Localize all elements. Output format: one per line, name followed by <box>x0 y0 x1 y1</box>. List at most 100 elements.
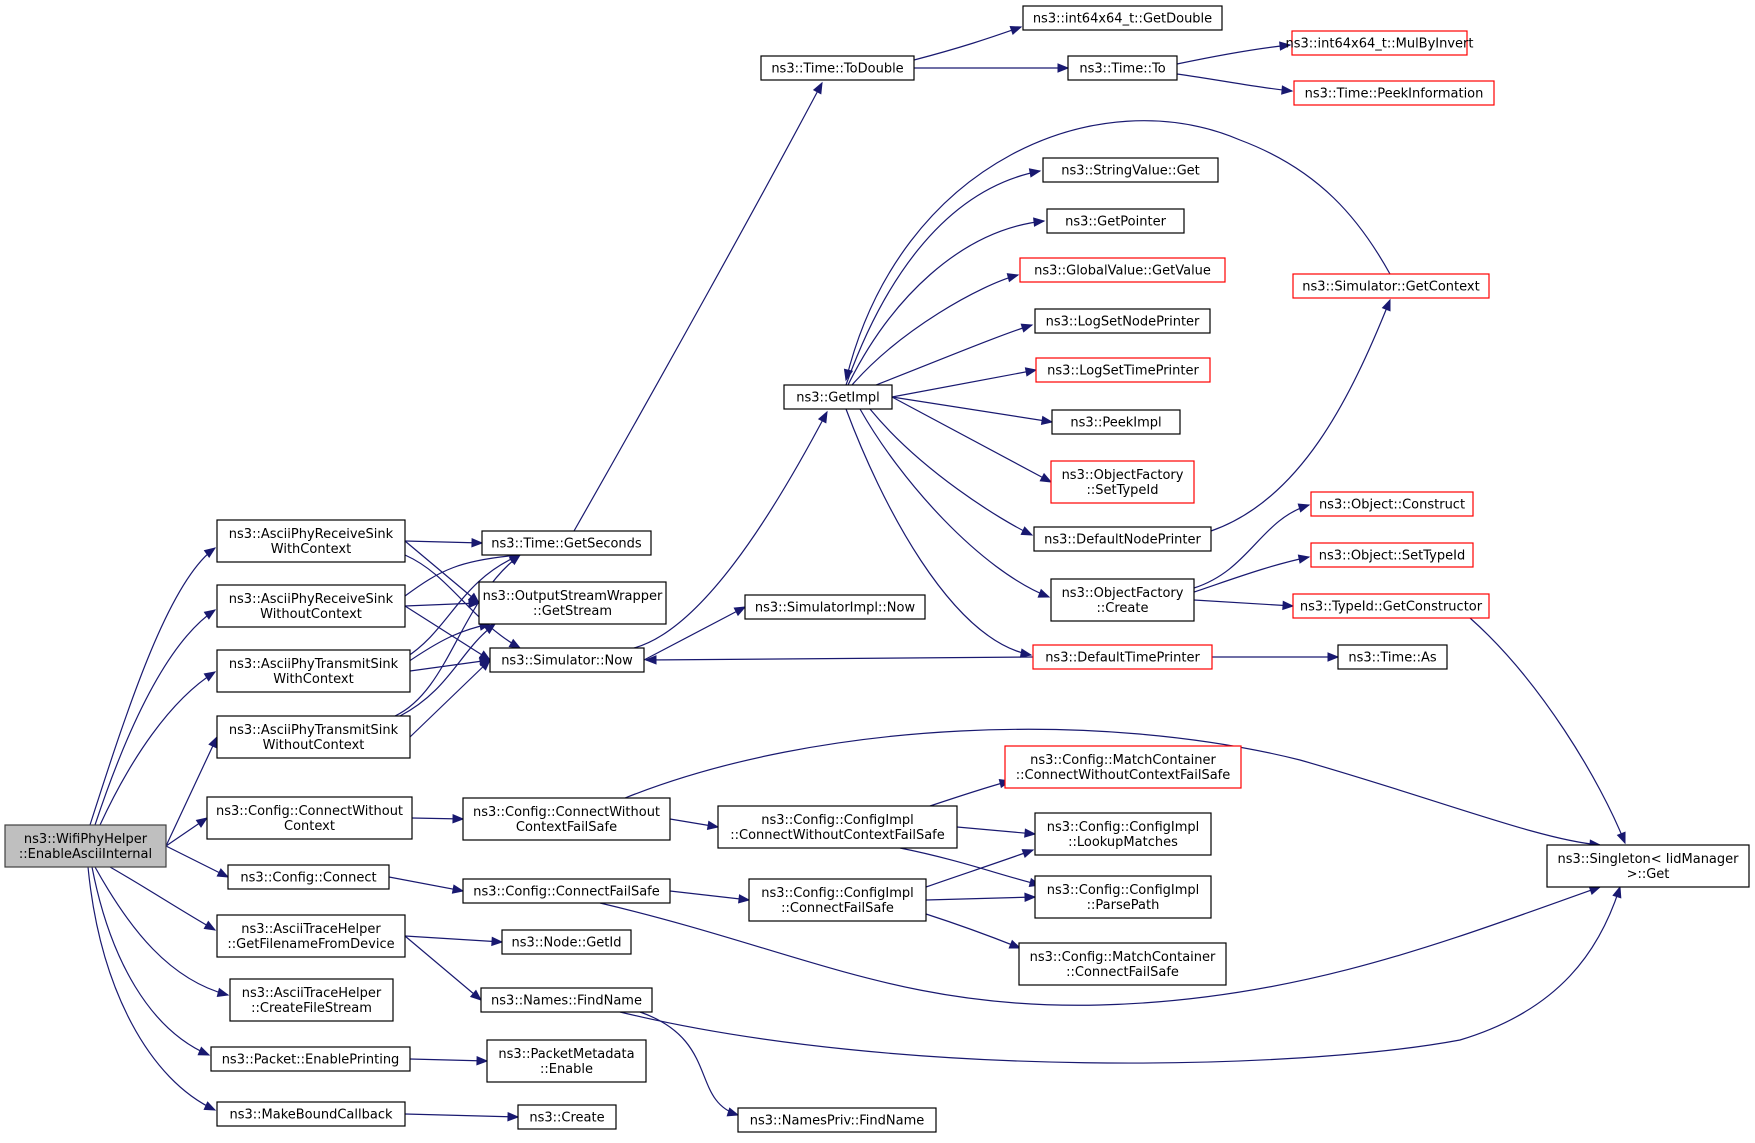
edge-getimpl-to-defnodeprinter <box>869 408 1034 536</box>
node-label: ns3::Names::FindName <box>491 994 642 1009</box>
node-of-settypeid[interactable]: ns3::ObjectFactory::SetTypeId <box>1050 460 1195 504</box>
node-label: ns3::Config::Connect <box>240 871 376 886</box>
node-names-find[interactable]: ns3::Names::FindName <box>480 987 653 1013</box>
node-label: ns3::Config::ConnectWithout <box>473 805 660 820</box>
node-label: ns3::Object::SetTypeId <box>1319 549 1465 564</box>
node-int64-getdouble[interactable]: ns3::int64x64_t::GetDouble <box>1022 5 1223 31</box>
node-int64-mulbyinvert[interactable]: ns3::int64x64_t::MulByInvert <box>1285 30 1474 56</box>
node-box <box>760 55 915 81</box>
node-box <box>216 914 406 958</box>
node-of-create[interactable]: ns3::ObjectFactory::Create <box>1050 578 1195 622</box>
node-time-peekinfo[interactable]: ns3::Time::PeekInformation <box>1293 80 1495 106</box>
node-mc-cfs[interactable]: ns3::Config::MatchContainer::ConnectFail… <box>1018 942 1227 986</box>
node-label: ::LookupMatches <box>1068 835 1178 850</box>
node-logsetnode[interactable]: ns3::LogSetNodePrinter <box>1034 308 1211 334</box>
node-cfg-connfs[interactable]: ns3::Config::ConnectFailSafe <box>462 878 671 904</box>
node-defnodeprinter[interactable]: ns3::DefaultNodePrinter <box>1033 526 1212 552</box>
edge-cfgimpl_cfs-to-cfgimpl_lookup <box>925 849 1035 888</box>
edge-root-to-cfg_connwo <box>165 817 209 847</box>
node-singleton-get[interactable]: ns3::Singleton< IidManager >::Get <box>1546 844 1750 888</box>
node-label: ::ConnectWithoutContextFailSafe <box>730 828 945 843</box>
node-box <box>1034 812 1212 856</box>
node-deftimeprinter[interactable]: ns3::DefaultTimePrinter <box>1032 644 1213 670</box>
node-time-as[interactable]: ns3::Time::As <box>1337 644 1448 670</box>
node-label: ns3::Config::ConfigImpl <box>761 886 914 901</box>
edge-getimpl-to-getpointer <box>847 217 1046 386</box>
node-cfgimpl-cwofs[interactable]: ns3::Config::ConfigImpl::ConnectWithoutC… <box>717 805 958 849</box>
edge-getimpl-to-logsettime <box>891 367 1038 398</box>
node-cfgimpl-parse[interactable]: ns3::Config::ConfigImpl::ParsePath <box>1034 875 1212 919</box>
node-box <box>717 805 958 849</box>
node-label: ::ConnectFailSafe <box>1066 965 1179 980</box>
node-sim-getcontext[interactable]: ns3::Simulator::GetContext <box>1292 273 1490 299</box>
node-ath-getfn[interactable]: ns3::AsciiTraceHelper::GetFilenameFromDe… <box>216 914 406 958</box>
node-stringvalue-get[interactable]: ns3::StringValue::Get <box>1042 157 1219 183</box>
node-ath-create[interactable]: ns3::AsciiTraceHelper::CreateFileStream <box>229 978 394 1022</box>
node-pkt-enable[interactable]: ns3::Packet::EnablePrinting <box>210 1046 411 1072</box>
node-simimpl-now[interactable]: ns3::SimulatorImpl::Now <box>744 594 926 620</box>
node-box <box>737 1107 937 1133</box>
node-obj-construct[interactable]: ns3::Object::Construct <box>1310 491 1474 517</box>
node-label: ::Create <box>1097 601 1149 616</box>
node-mc-cwofs[interactable]: ns3::Config::MatchContainer::ConnectWith… <box>1004 745 1242 789</box>
node-gv-getvalue[interactable]: ns3::GlobalValue::GetValue <box>1019 257 1226 283</box>
node-label: ns3::Simulator::Now <box>501 654 633 669</box>
node-label: ns3::Config::ConfigImpl <box>761 813 914 828</box>
node-box <box>210 1046 411 1072</box>
node-getpointer[interactable]: ns3::GetPointer <box>1046 208 1185 234</box>
node-label: ns3::TypeId::GetConstructor <box>1300 600 1483 615</box>
node-label: ns3::Time::ToDouble <box>771 62 903 77</box>
node-node-getid[interactable]: ns3::Node::GetId <box>501 929 632 955</box>
edge-names_find-to-namespriv_find <box>639 1011 740 1117</box>
edge-sim_now-to-getimpl <box>633 410 828 649</box>
edge-rxsink_ctx-to-time_getsec <box>404 537 484 548</box>
node-box <box>1293 80 1495 106</box>
node-label: ns3::Singleton< IidManager <box>1557 852 1739 867</box>
edge-root-to-rxsink_ctx <box>89 547 217 826</box>
node-logsettime[interactable]: ns3::LogSetTimePrinter <box>1035 357 1211 383</box>
node-namespriv-find[interactable]: ns3::NamesPriv::FindName <box>737 1107 937 1133</box>
node-box <box>1046 208 1185 234</box>
node-box <box>517 1104 617 1130</box>
node-box <box>229 978 394 1022</box>
node-cfgimpl-lookup[interactable]: ns3::Config::ConfigImpl::LookupMatches <box>1034 812 1212 856</box>
node-cfg-connwofs[interactable]: ns3::Config::ConnectWithoutContextFailSa… <box>462 797 671 841</box>
edge-txsink_noctx-to-osw_getstream <box>399 623 497 717</box>
node-time-to[interactable]: ns3::Time::To <box>1067 55 1178 81</box>
node-label: ns3::Node::GetId <box>512 936 622 951</box>
node-obj-settypeid[interactable]: ns3::Object::SetTypeId <box>1310 542 1474 568</box>
node-pm-enable[interactable]: ns3::PacketMetadata::Enable <box>486 1039 647 1083</box>
edge-rxsink_noctx-to-sim_now <box>404 605 492 661</box>
node-box <box>1337 644 1448 670</box>
node-cfg-connwo[interactable]: ns3::Config::ConnectWithoutContext <box>206 796 413 840</box>
node-time-todouble[interactable]: ns3::Time::ToDouble <box>760 55 915 81</box>
node-time-getsec[interactable]: ns3::Time::GetSeconds <box>481 530 652 556</box>
node-box <box>1034 308 1211 334</box>
edge-time_todouble-to-int64_getdouble <box>913 26 1023 61</box>
node-box <box>480 987 653 1013</box>
node-box <box>1019 257 1226 283</box>
edge-cfgimpl_cfs-to-cfgimpl_parse <box>925 892 1037 903</box>
node-root[interactable]: ns3::WifiPhyHelper::EnableAsciiInternal <box>4 824 167 868</box>
edge-ath_getfn-to-node_getid <box>404 935 504 947</box>
node-makebound[interactable]: ns3::MakeBoundCallback <box>216 1101 406 1127</box>
node-typeid-getctor[interactable]: ns3::TypeId::GetConstructor <box>1292 593 1490 619</box>
node-box <box>1042 157 1219 183</box>
node-cfg-connect[interactable]: ns3::Config::Connect <box>227 864 390 890</box>
node-label: ns3::OutputStreamWrapper <box>483 589 663 604</box>
node-ns3-create[interactable]: ns3::Create <box>517 1104 617 1130</box>
edge-names_find-to-singleton_get <box>619 885 1622 1064</box>
node-peekimpl[interactable]: ns3::PeekImpl <box>1051 409 1181 435</box>
edge-deftimeprinter-to-sim_now <box>644 655 1034 665</box>
node-sim-now[interactable]: ns3::Simulator::Now <box>489 647 645 673</box>
node-cfgimpl-cfs[interactable]: ns3::Config::ConfigImpl::ConnectFailSafe <box>748 878 927 922</box>
node-osw-getstream[interactable]: ns3::OutputStreamWrapper::GetStream <box>478 581 667 625</box>
node-label: WithoutContext <box>263 738 365 753</box>
node-getimpl[interactable]: ns3::GetImpl <box>783 384 893 410</box>
edge-root-to-pkt_enable <box>91 866 211 1056</box>
node-label: ContextFailSafe <box>516 820 617 835</box>
